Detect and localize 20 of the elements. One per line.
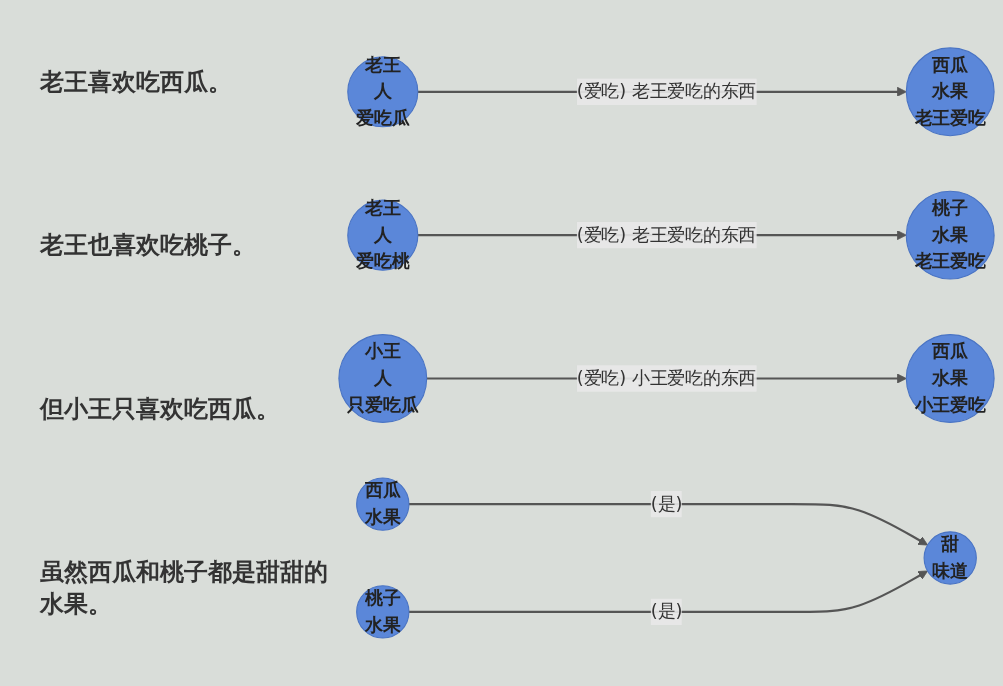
node-circle: 西瓜 水果 老王爱吃: [905, 47, 995, 136]
node-circle: 桃子 水果 老王爱吃: [905, 190, 995, 280]
node-circle: 小王 人 只爱吃瓜: [338, 333, 428, 423]
node-circle: 甜 味道: [923, 531, 977, 585]
arrow: [408, 502, 928, 546]
edge-label: (爱吃) 老王爱吃的东西: [576, 80, 757, 102]
sentence-text: 但小王只喜欢吃西瓜。: [40, 393, 281, 425]
sentence-text: 虽然西瓜和桃子都是甜甜的水果。: [40, 557, 329, 621]
sentence-text: 老王也喜欢吃桃子。: [40, 230, 257, 262]
edge-label: (是): [650, 600, 683, 622]
arrow: [408, 570, 928, 613]
sentence-text: 老王喜欢吃西瓜。: [40, 66, 233, 98]
node-circle: 桃子 水果: [356, 585, 410, 639]
edge-label: (是): [650, 492, 683, 514]
edge-label: (爱吃) 小王爱吃的东西: [576, 367, 757, 389]
node-circle: 西瓜 水果: [356, 477, 410, 531]
edge-label: (爱吃) 老王爱吃的东西: [576, 223, 757, 245]
node-circle: 老王 人 爱吃瓜: [347, 56, 419, 128]
node-circle: 老王 人 爱吃桃: [347, 199, 419, 271]
node-circle: 西瓜 水果 小王爱吃: [905, 333, 995, 423]
